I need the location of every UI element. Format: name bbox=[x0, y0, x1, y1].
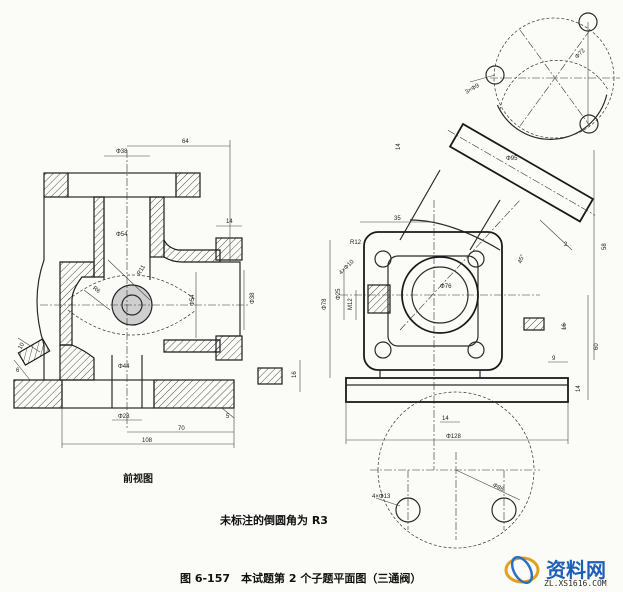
side-dim-58: 58 bbox=[602, 243, 608, 250]
dim-phi44: Φ44 bbox=[118, 364, 130, 370]
figure-caption: 图 6-157 本试题第 2 个子题平面图（三通阀） bbox=[180, 572, 422, 585]
dim-phi72: Φ72 bbox=[574, 47, 587, 60]
dim-108: 108 bbox=[142, 438, 153, 444]
watermark-url: ZL.XS1616.COM bbox=[544, 579, 607, 588]
dim-r11: R11 bbox=[137, 264, 148, 277]
side-dim-14-bottom: 14 bbox=[442, 416, 449, 422]
dim-3xphi9: 3×Φ9 bbox=[465, 83, 482, 96]
dim-6: 6 bbox=[16, 368, 20, 374]
dim-phi54: Φ54 bbox=[116, 232, 128, 238]
dim-64: 64 bbox=[182, 139, 189, 145]
side-dim-14-base: 14 bbox=[576, 385, 582, 392]
side-dim-60: 60 bbox=[594, 343, 600, 350]
side-dim-9: 9 bbox=[552, 356, 556, 362]
side-dim-14: 14 bbox=[396, 143, 402, 150]
side-dim-phi95: Φ95 bbox=[506, 156, 518, 162]
bottom-dim-4xphi13: 4×Φ13 bbox=[372, 494, 391, 500]
side-dim-phi25: Φ25 bbox=[336, 288, 342, 300]
side-dim-4xphi10: 4×Φ10 bbox=[338, 259, 356, 277]
side-dim-35: 35 bbox=[394, 216, 401, 222]
watermark-logo bbox=[504, 555, 540, 585]
front-view: Φ38 64 14 Φ54 R11 R6 Φ54 Φ38 16 6 Φ44 Φ2… bbox=[13, 139, 301, 448]
dim-phi38-top: Φ38 bbox=[116, 149, 128, 155]
side-dim-phi76: Φ76 bbox=[440, 284, 452, 290]
dim-phi38-side: Φ38 bbox=[250, 292, 256, 304]
side-dim-r12: R12 bbox=[350, 240, 362, 246]
watermark-brand: 资料网 bbox=[546, 558, 606, 582]
bottom-flange-view: 4×Φ13 Φ86 bbox=[370, 391, 540, 549]
front-view-label: 前视图 bbox=[123, 474, 153, 485]
side-dim-m12: M12 bbox=[348, 298, 354, 310]
top-flange-left bbox=[43, 172, 69, 198]
side-dim-45deg: 45° bbox=[518, 253, 527, 264]
dim-phi28: Φ28 bbox=[118, 414, 130, 420]
side-dim-phi128: Φ128 bbox=[446, 434, 461, 440]
side-dim-16: 16 bbox=[562, 323, 568, 330]
side-dim-2: 2 bbox=[564, 242, 568, 248]
dim-70: 70 bbox=[178, 426, 185, 432]
side-dim-phi78: Φ78 bbox=[322, 298, 328, 310]
dim-10: 10 bbox=[18, 341, 27, 350]
fillet-note: 未标注的倒圆角为 R3 bbox=[220, 514, 328, 527]
bottom-dim-phi86: Φ86 bbox=[492, 483, 506, 494]
top-flange-right bbox=[175, 172, 201, 198]
dim-14: 14 bbox=[226, 219, 233, 225]
dim-16: 16 bbox=[292, 371, 298, 378]
dim-5: 5 bbox=[226, 414, 230, 420]
top-flange-view: 3×Φ9 Φ72 bbox=[465, 12, 620, 140]
dim-r6: R6 bbox=[91, 286, 101, 296]
side-view: 35 R12 4×Φ10 Φ95 14 Φ78 Φ25 M12 Φ76 45° … bbox=[322, 122, 608, 470]
dim-phi54-side: Φ54 bbox=[190, 294, 196, 306]
